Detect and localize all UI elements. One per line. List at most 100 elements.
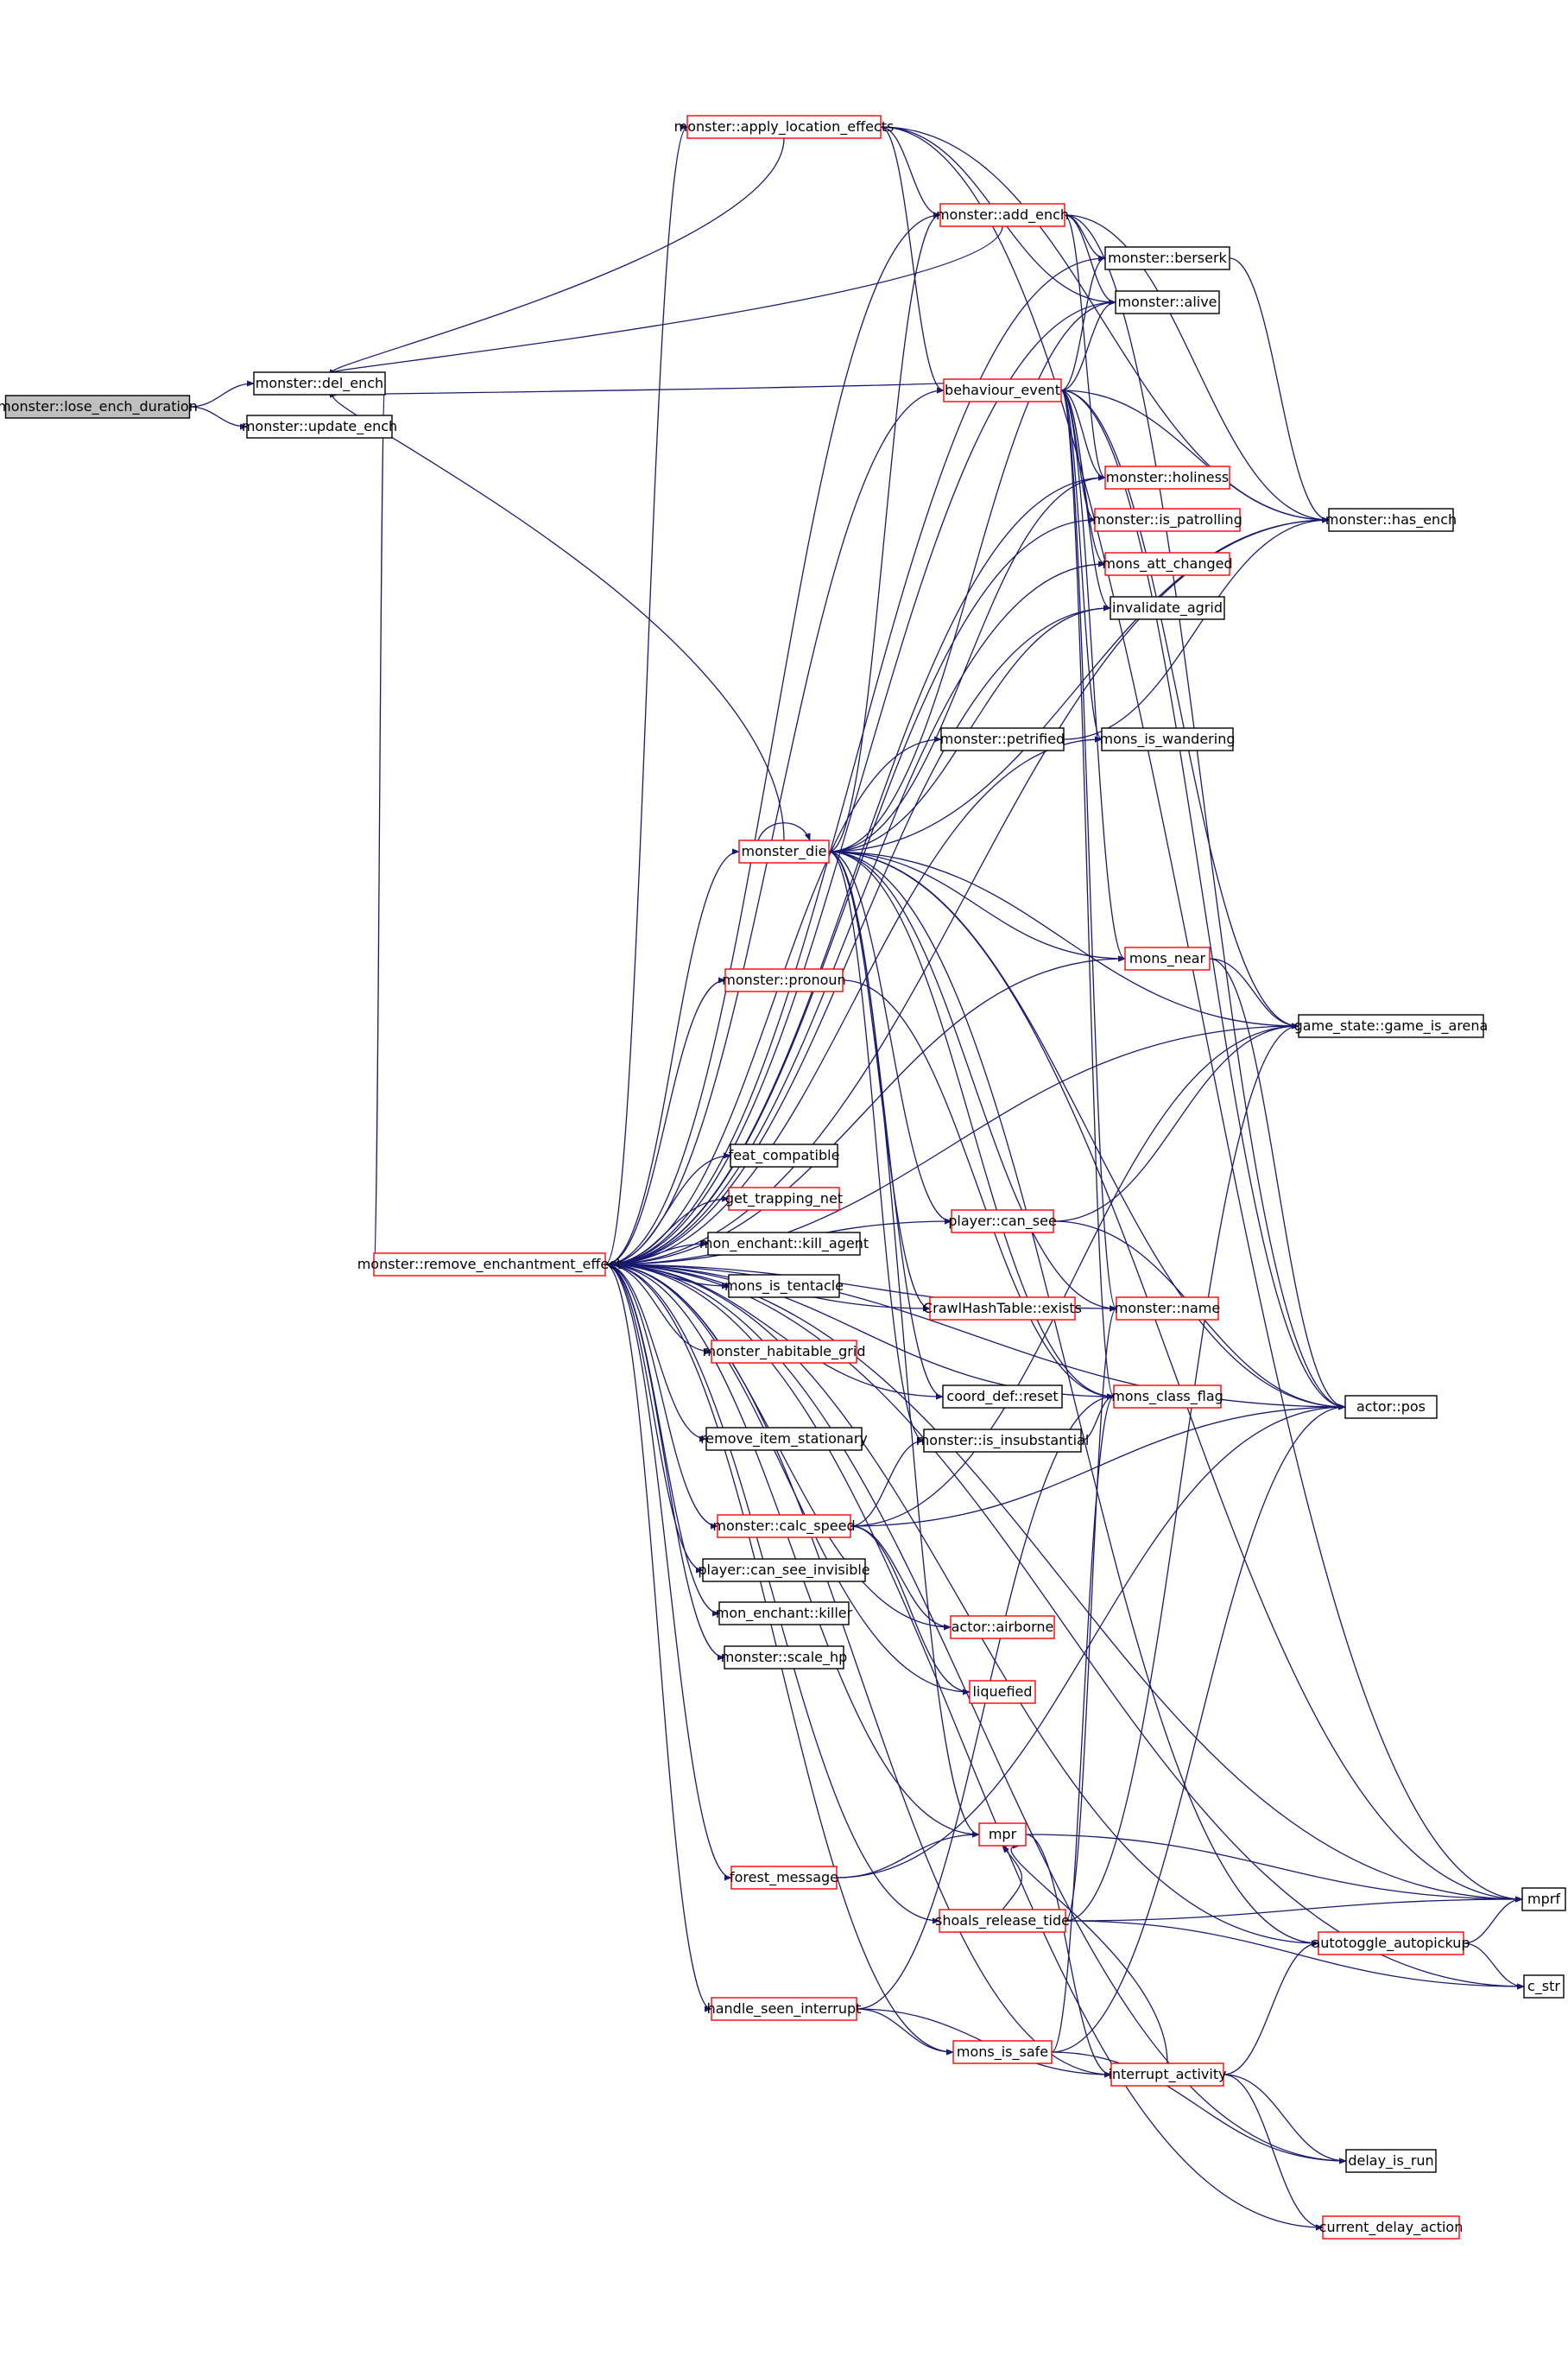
node-get_trapping_net[interactable]: get_trapping_net xyxy=(725,1187,843,1211)
node-coord_reset[interactable]: coord_def::reset xyxy=(942,1384,1063,1409)
node-box[interactable] xyxy=(373,1252,606,1277)
node-killer[interactable]: mon_enchant::killer xyxy=(716,1601,853,1625)
node-del_ench[interactable]: monster::del_ench xyxy=(253,371,386,396)
node-box[interactable] xyxy=(1521,1887,1566,1911)
node-forest_message[interactable]: forest_message xyxy=(730,1866,838,1890)
node-box[interactable] xyxy=(1104,552,1230,576)
node-pronoun[interactable]: monster::pronoun xyxy=(722,968,846,992)
node-box[interactable] xyxy=(940,727,1065,751)
node-box[interactable] xyxy=(1318,1931,1464,1955)
node-box[interactable] xyxy=(1344,1395,1438,1419)
node-feat_compatible[interactable]: feat_compatible xyxy=(729,1144,840,1168)
node-mons_is_tentacle[interactable]: mons_is_tentacle xyxy=(724,1274,844,1298)
node-box[interactable] xyxy=(1094,508,1241,532)
node-box[interactable] xyxy=(718,1601,850,1625)
node-box[interactable] xyxy=(952,2040,1053,2064)
node-box[interactable] xyxy=(724,1645,844,1670)
node-mprf[interactable]: mprf xyxy=(1521,1887,1566,1911)
node-box[interactable] xyxy=(1113,1384,1222,1409)
node-monster_die[interactable]: monster_die xyxy=(738,840,830,864)
node-box[interactable] xyxy=(728,1274,840,1298)
node-box[interactable] xyxy=(253,371,386,396)
node-lose_ench_duration[interactable]: monster::lose_ench_duration xyxy=(0,395,198,419)
node-box[interactable] xyxy=(939,1909,1066,1933)
node-liquefied[interactable]: liquefied xyxy=(969,1680,1036,1704)
node-box[interactable] xyxy=(707,1232,861,1256)
node-actor_airborne[interactable]: actor::airborne xyxy=(950,1615,1055,1639)
node-box[interactable] xyxy=(246,415,393,439)
node-box[interactable] xyxy=(1345,2149,1437,2173)
node-player_can_see[interactable]: player::can_see xyxy=(948,1209,1057,1233)
node-has_ench[interactable]: monster::has_ench xyxy=(1325,508,1457,532)
node-box[interactable] xyxy=(711,1997,857,2021)
node-invalidate_agrid[interactable]: invalidate_agrid xyxy=(1110,596,1225,620)
node-box[interactable] xyxy=(1298,1014,1484,1038)
node-box[interactable] xyxy=(1104,466,1230,490)
node-box[interactable] xyxy=(705,1427,863,1451)
node-box[interactable] xyxy=(951,1209,1054,1233)
node-update_ench[interactable]: monster::update_ench xyxy=(242,415,397,439)
node-mons_att_changed[interactable]: mons_att_changed xyxy=(1102,552,1233,576)
node-is_insubstantial[interactable]: monster::is_insubstantial xyxy=(916,1429,1090,1453)
node-box[interactable] xyxy=(1115,290,1220,314)
node-box[interactable] xyxy=(950,1615,1055,1639)
node-box[interactable] xyxy=(929,1296,1076,1321)
node-petrified[interactable]: monster::petrified xyxy=(940,727,1065,751)
node-interrupt_activity[interactable]: interrupt_activity xyxy=(1108,2062,1227,2087)
node-box[interactable] xyxy=(730,1866,838,1890)
node-box[interactable] xyxy=(1104,246,1230,270)
node-delay_is_run[interactable]: delay_is_run xyxy=(1345,2149,1437,2173)
node-handle_seen_interrupt[interactable]: handle_seen_interrupt xyxy=(707,1997,862,2021)
node-box[interactable] xyxy=(1110,2062,1224,2087)
node-berserk[interactable]: monster::berserk xyxy=(1104,246,1230,270)
node-game_is_arena[interactable]: game_state::game_is_arena xyxy=(1294,1014,1489,1038)
node-mons_is_wandering[interactable]: mons_is_wandering xyxy=(1100,727,1236,751)
node-box[interactable] xyxy=(4,395,191,419)
node-mpr[interactable]: mpr xyxy=(978,1822,1027,1847)
node-box[interactable] xyxy=(730,1144,838,1168)
node-autotoggle_autopickup[interactable]: autotoggle_autopickup xyxy=(1312,1931,1470,1955)
node-shoals_release_tide[interactable]: shoals_release_tide xyxy=(935,1909,1070,1933)
node-add_ench[interactable]: monster::add_ench xyxy=(936,203,1069,227)
node-box[interactable] xyxy=(1523,1974,1565,1999)
node-crawl_exists[interactable]: CrawlHashTable::exists xyxy=(923,1296,1082,1321)
node-c_str[interactable]: c_str xyxy=(1523,1974,1565,1999)
node-box[interactable] xyxy=(1322,2215,1460,2240)
node-alive[interactable]: monster::alive xyxy=(1115,290,1220,314)
node-monster_habitable_grid[interactable]: monster_habitable_grid xyxy=(703,1340,866,1364)
node-monster_name[interactable]: monster::name xyxy=(1115,1296,1220,1321)
node-remove_enchantment_effect[interactable]: monster::remove_enchantment_effect xyxy=(357,1252,623,1277)
node-scale_hp[interactable]: monster::scale_hp xyxy=(721,1645,848,1670)
node-box[interactable] xyxy=(978,1822,1027,1847)
node-box[interactable] xyxy=(943,378,1062,402)
node-holiness[interactable]: monster::holiness xyxy=(1104,466,1230,490)
node-mons_is_safe[interactable]: mons_is_safe xyxy=(952,2040,1053,2064)
node-box[interactable] xyxy=(939,203,1065,227)
node-apply_location_effects[interactable]: monster::apply_location_effects xyxy=(674,115,895,139)
node-is_patrolling[interactable]: monster::is_patrolling xyxy=(1092,508,1242,532)
node-box[interactable] xyxy=(1110,596,1225,620)
node-mons_near[interactable]: mons_near xyxy=(1124,947,1211,971)
node-box[interactable] xyxy=(711,1340,857,1364)
node-box[interactable] xyxy=(702,1558,866,1582)
node-current_delay_action[interactable]: current_delay_action xyxy=(1319,2215,1464,2240)
node-box[interactable] xyxy=(942,1384,1063,1409)
node-box[interactable] xyxy=(1116,1296,1219,1321)
node-box[interactable] xyxy=(1328,508,1454,532)
node-box[interactable] xyxy=(738,840,830,864)
node-behaviour_event[interactable]: behaviour_event xyxy=(943,378,1062,402)
node-box[interactable] xyxy=(728,1187,840,1211)
node-mons_class_flag[interactable]: mons_class_flag xyxy=(1111,1384,1223,1409)
node-calc_speed[interactable]: monster::calc_speed xyxy=(712,1514,856,1538)
node-remove_item_stationary[interactable]: remove_item_stationary xyxy=(700,1427,868,1451)
node-box[interactable] xyxy=(717,1514,851,1538)
node-box[interactable] xyxy=(724,968,844,992)
node-box[interactable] xyxy=(686,115,882,139)
node-kill_agent[interactable]: mon_enchant::kill_agent xyxy=(699,1232,869,1256)
node-box[interactable] xyxy=(969,1680,1036,1704)
node-can_see_invisible[interactable]: player::can_see_invisible xyxy=(698,1558,870,1582)
node-actor_pos[interactable]: actor::pos xyxy=(1344,1395,1438,1419)
node-box[interactable] xyxy=(923,1429,1082,1453)
node-box[interactable] xyxy=(1101,727,1234,751)
node-box[interactable] xyxy=(1124,947,1211,971)
